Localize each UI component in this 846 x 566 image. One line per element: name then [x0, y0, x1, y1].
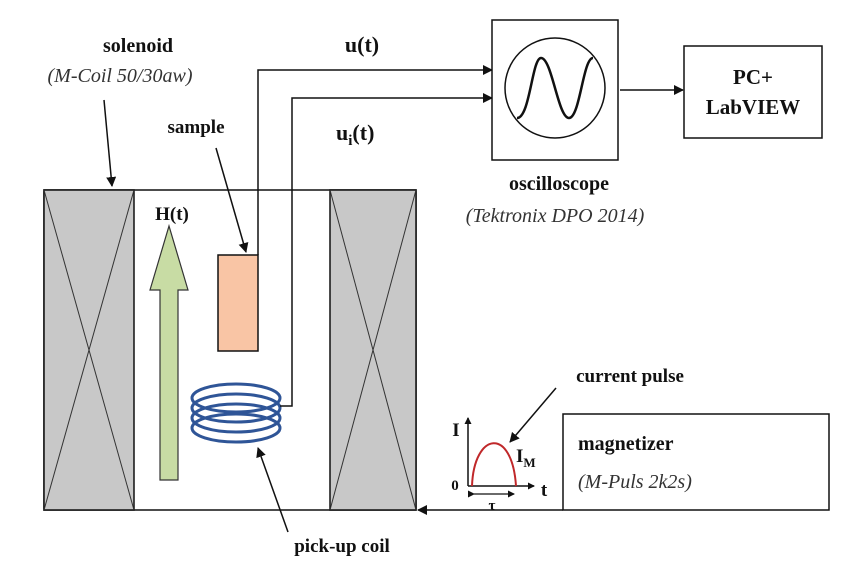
pulse-origin-label: 0	[451, 478, 459, 494]
oscilloscope-model: (Tektronix DPO 2014)	[466, 205, 645, 227]
ui-signal-wire	[280, 93, 493, 407]
pickup-coil-label: pick-up coil	[294, 536, 390, 557]
solenoid-model: (M-Coil 50/30aw)	[48, 65, 193, 87]
solenoid-label: solenoid	[103, 35, 173, 57]
pulse-axis-y-label: I	[452, 420, 459, 441]
ui-signal-label: ui(t)	[336, 120, 374, 149]
magnetizer-box	[562, 413, 830, 511]
solenoid-left-winding	[43, 189, 135, 511]
u-signal-wire	[257, 65, 493, 255]
pc-box	[683, 45, 823, 139]
sine-wave-icon	[516, 56, 594, 120]
pc-label-line2: LabVIEW	[706, 95, 801, 119]
u-signal-label: u(t)	[345, 32, 379, 57]
solenoid-right-winding	[329, 189, 417, 511]
sample-pointer-arrow	[215, 147, 249, 253]
current-pulse-pointer	[509, 387, 557, 443]
sample	[217, 254, 259, 352]
pulse-peak-label: IM	[516, 446, 536, 470]
pc-label-line1: PC+	[733, 65, 773, 89]
solenoid-pointer-arrow	[103, 99, 117, 187]
pulse-width-label: τ	[489, 498, 496, 514]
pulse-curve	[471, 442, 517, 487]
field-label: H(t)	[155, 204, 189, 225]
pulse-axis-x-label: t	[541, 480, 548, 501]
field-arrow	[149, 223, 189, 481]
magnetizer-label: magnetizer	[578, 433, 674, 455]
pulse-axes	[464, 417, 535, 490]
magnetizer-model: (M-Puls 2k2s)	[578, 471, 692, 493]
current-pulse-title: current pulse	[576, 366, 684, 387]
oscilloscope-label: oscilloscope	[509, 173, 609, 195]
pickup-pointer-arrow	[256, 447, 289, 533]
sample-label: sample	[168, 117, 225, 138]
pickup-coil-icon	[190, 382, 282, 444]
